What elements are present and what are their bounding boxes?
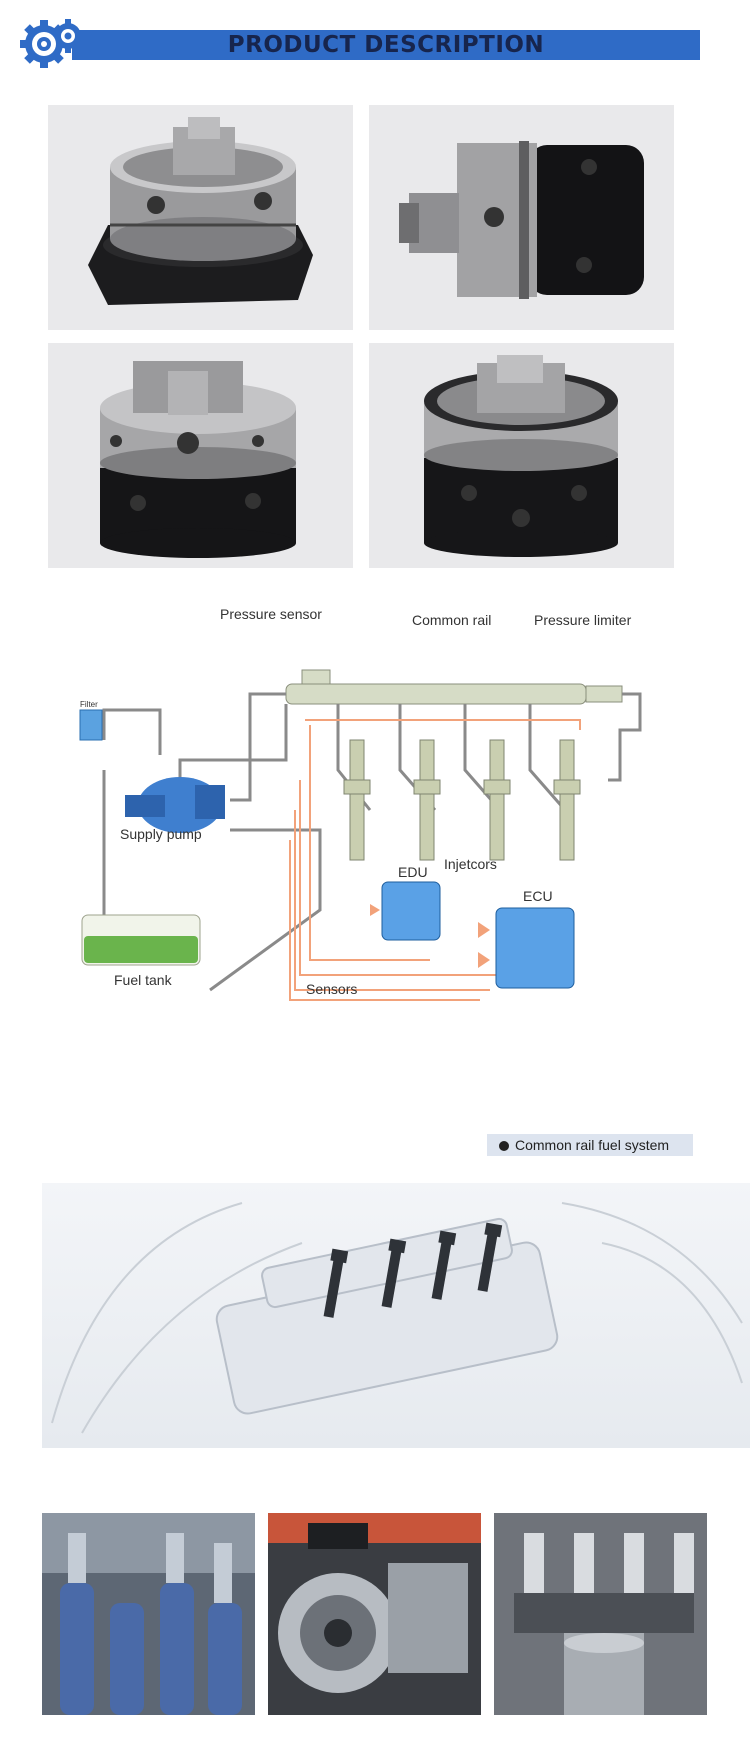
product-photo-front: [48, 343, 353, 568]
label-filter: Filter: [80, 700, 98, 709]
label-fuel-tank: Fuel tank: [114, 972, 172, 988]
caption-text: Common rail fuel system: [515, 1137, 670, 1153]
bottom-photo-injectors: [42, 1513, 255, 1715]
bottom-photo-pump: [268, 1513, 481, 1715]
page-title: PRODUCT DESCRIPTION: [227, 32, 545, 58]
label-ecu: ECU: [523, 888, 553, 904]
label-sensors: Sensors: [306, 981, 358, 997]
product-photo-rotated: [369, 343, 674, 568]
label-edu: EDU: [398, 864, 428, 880]
bullet-dot-icon: [499, 1141, 509, 1151]
product-photo-side: [369, 105, 674, 330]
engine-illustration: [42, 1183, 750, 1448]
label-common-rail: Common rail: [412, 612, 492, 628]
diagram-caption: Common rail fuel system: [487, 1134, 693, 1156]
label-injectors: Injetcors: [444, 856, 497, 872]
product-photo-angled: [48, 105, 353, 330]
common-rail-diagram: Pressure sensor Common rail Pressure lim…: [60, 606, 700, 1110]
label-pressure-sensor: Pressure sensor: [220, 606, 322, 622]
label-pressure-limiter: Pressure limiter: [534, 612, 632, 628]
gear-logo-icon: [20, 16, 86, 68]
label-supply-pump: Supply pump: [120, 826, 202, 842]
bottom-photo-cylinders: [494, 1513, 707, 1715]
header-bar: [72, 30, 700, 60]
